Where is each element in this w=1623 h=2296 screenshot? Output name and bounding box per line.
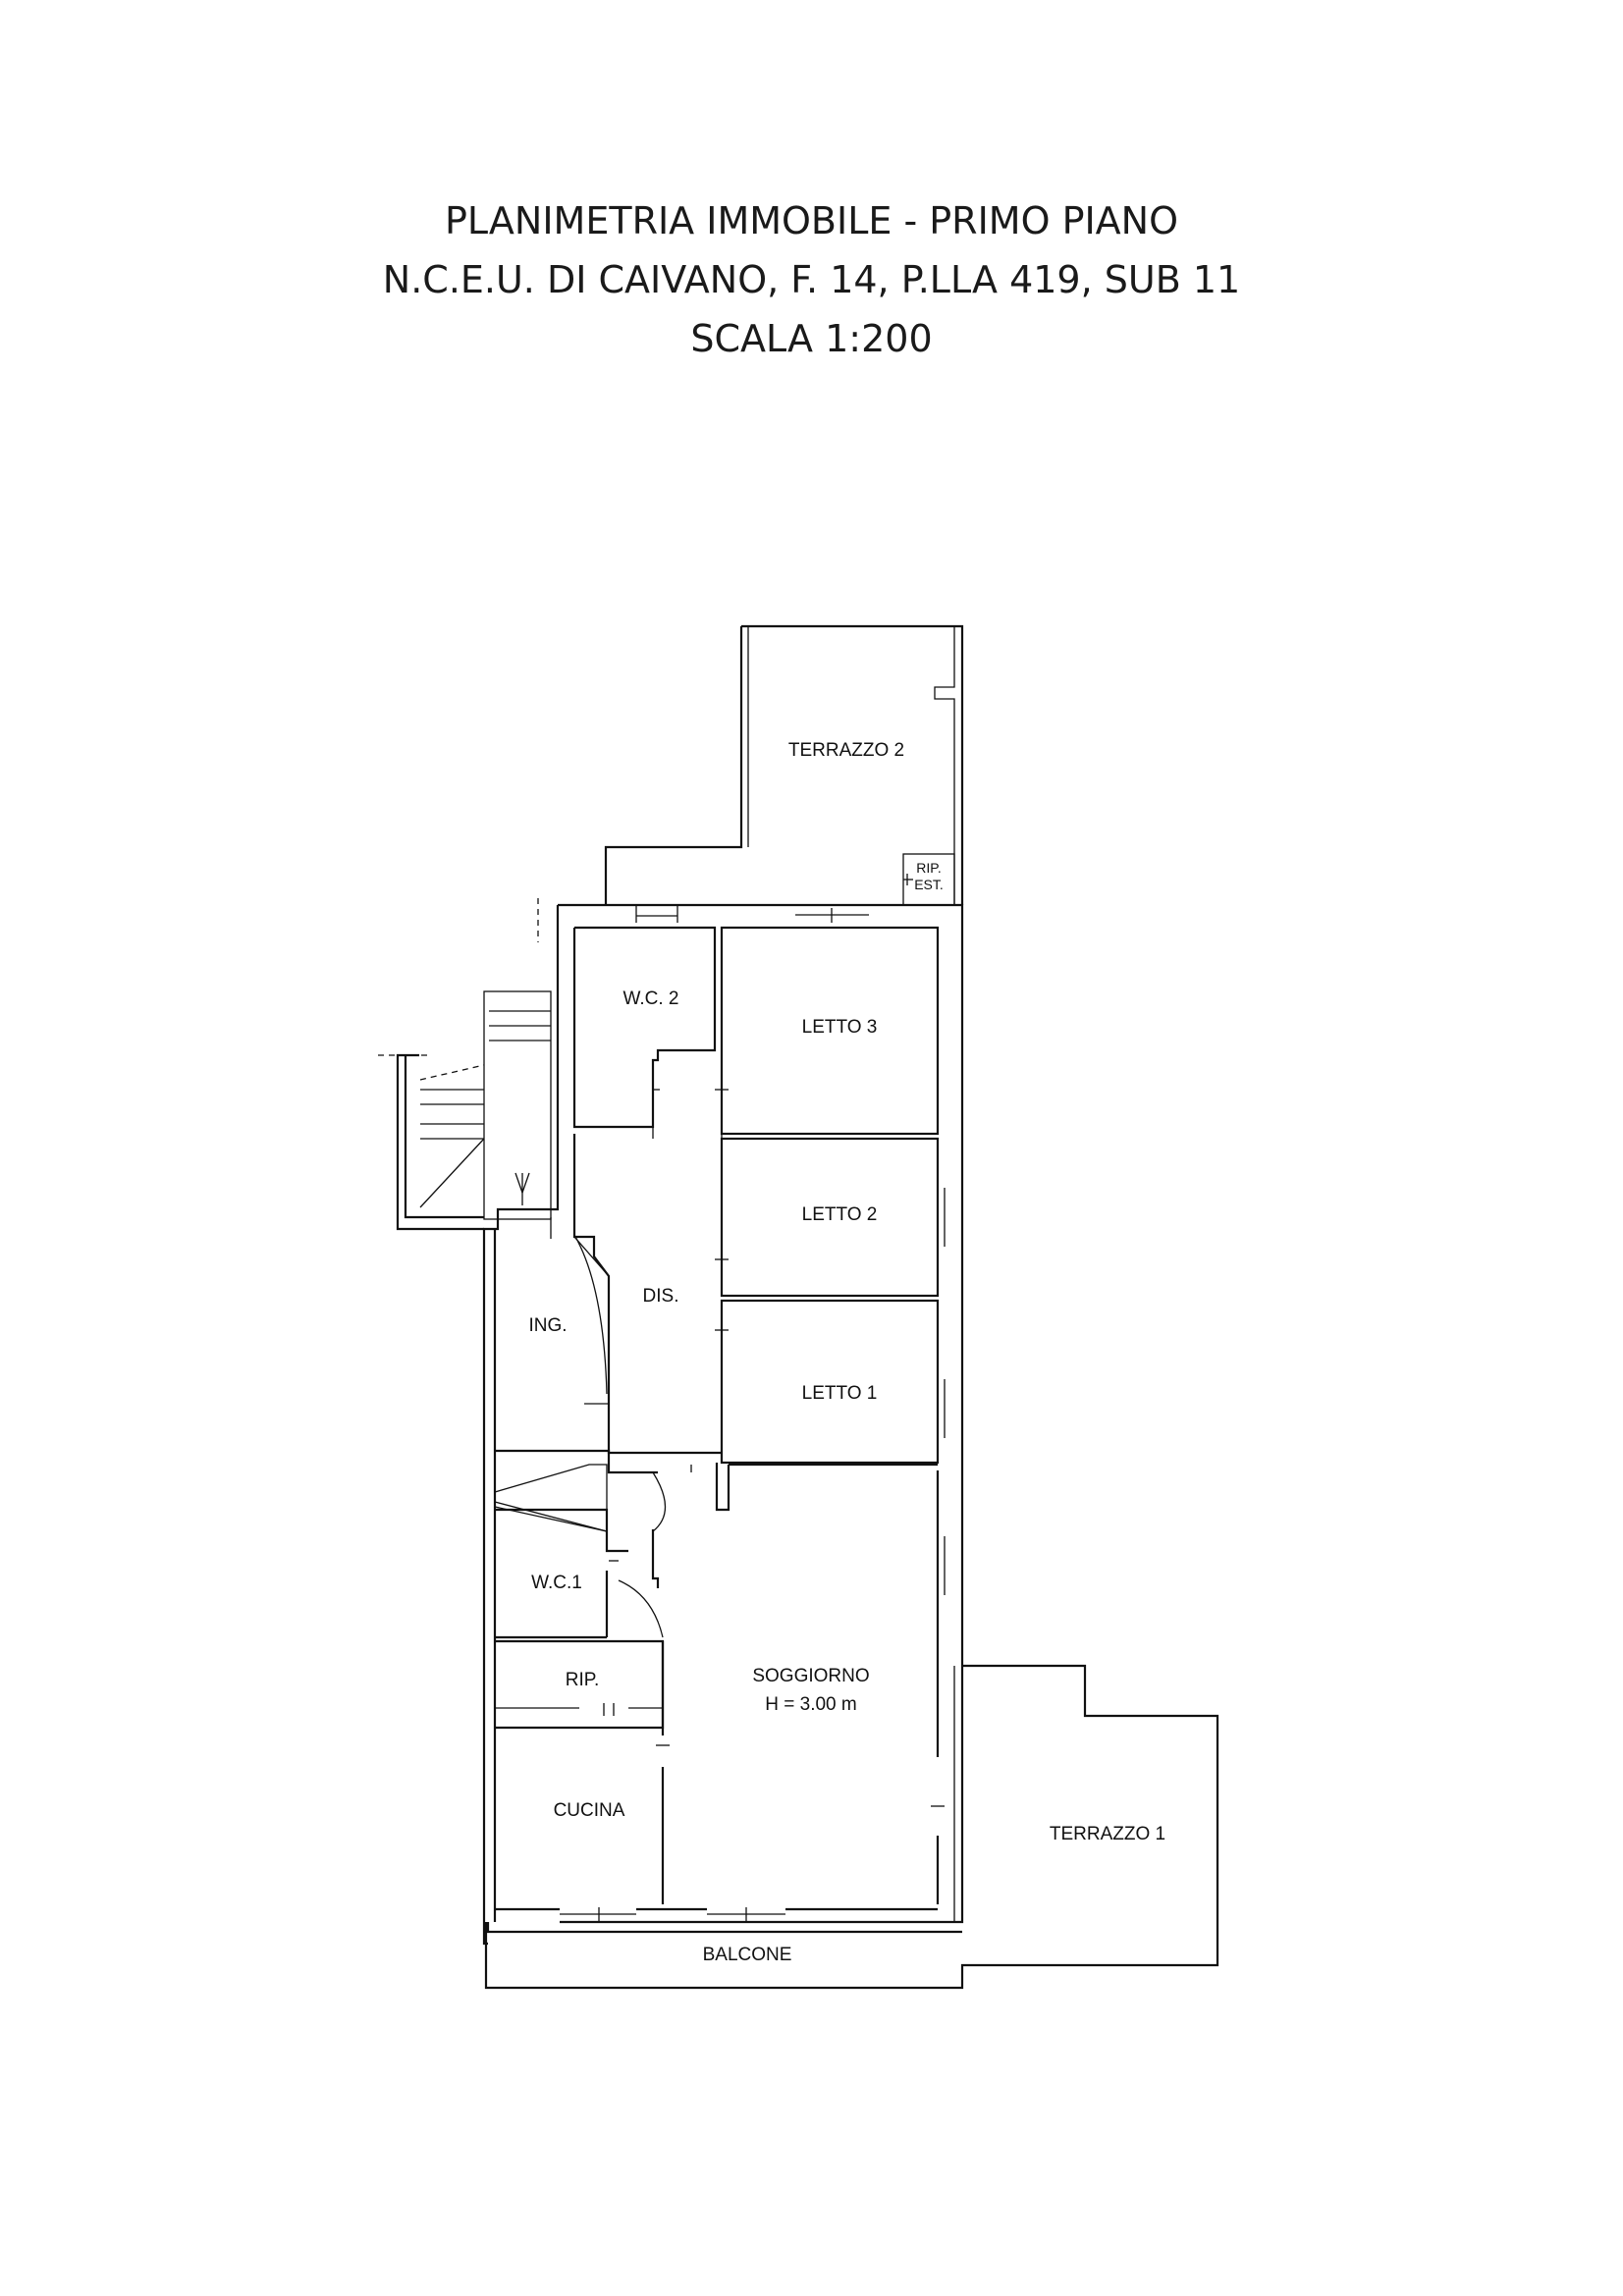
label-letto-3: LETTO 3 xyxy=(802,1017,878,1038)
label-rip-est-1: RIP. xyxy=(916,860,941,876)
label-wc-2: W.C. 2 xyxy=(622,988,678,1009)
drawing-title-block: PLANIMETRIA IMMOBILE - PRIMO PIANO N.C.E… xyxy=(0,191,1623,368)
label-soggiorno: SOGGIORNO xyxy=(752,1666,869,1686)
room-labels: TERRAZZO 2 RIP. EST. W.C. 2 LETTO 3 LETT… xyxy=(528,740,1165,1965)
label-rip-est-2: EST. xyxy=(914,877,944,892)
stair-area xyxy=(378,898,552,1239)
label-rip: RIP. xyxy=(566,1670,600,1690)
label-terrazzo-2: TERRAZZO 2 xyxy=(788,740,904,761)
exterior-walls xyxy=(482,903,964,1946)
label-dis: DIS. xyxy=(643,1286,679,1307)
terrazzo-2-outline xyxy=(604,624,964,906)
label-letto-1: LETTO 1 xyxy=(802,1383,878,1404)
label-ing: ING. xyxy=(528,1315,567,1336)
title-line-2: N.C.E.U. DI CAIVANO, F. 14, P.LLA 419, S… xyxy=(382,258,1241,301)
label-wc-1: W.C.1 xyxy=(531,1573,582,1593)
title-line-1: PLANIMETRIA IMMOBILE - PRIMO PIANO xyxy=(444,199,1179,242)
balcone-terrazzo-1-outline xyxy=(484,1664,1219,1990)
label-soggiorno-height: H = 3.00 m xyxy=(765,1694,856,1715)
label-cucina: CUCINA xyxy=(554,1800,625,1821)
label-balcone: BALCONE xyxy=(703,1945,792,1965)
label-letto-2: LETTO 2 xyxy=(802,1204,878,1225)
interior-walls xyxy=(494,905,946,1921)
title-line-3: SCALA 1:200 xyxy=(690,317,933,360)
label-terrazzo-1: TERRAZZO 1 xyxy=(1050,1824,1165,1844)
